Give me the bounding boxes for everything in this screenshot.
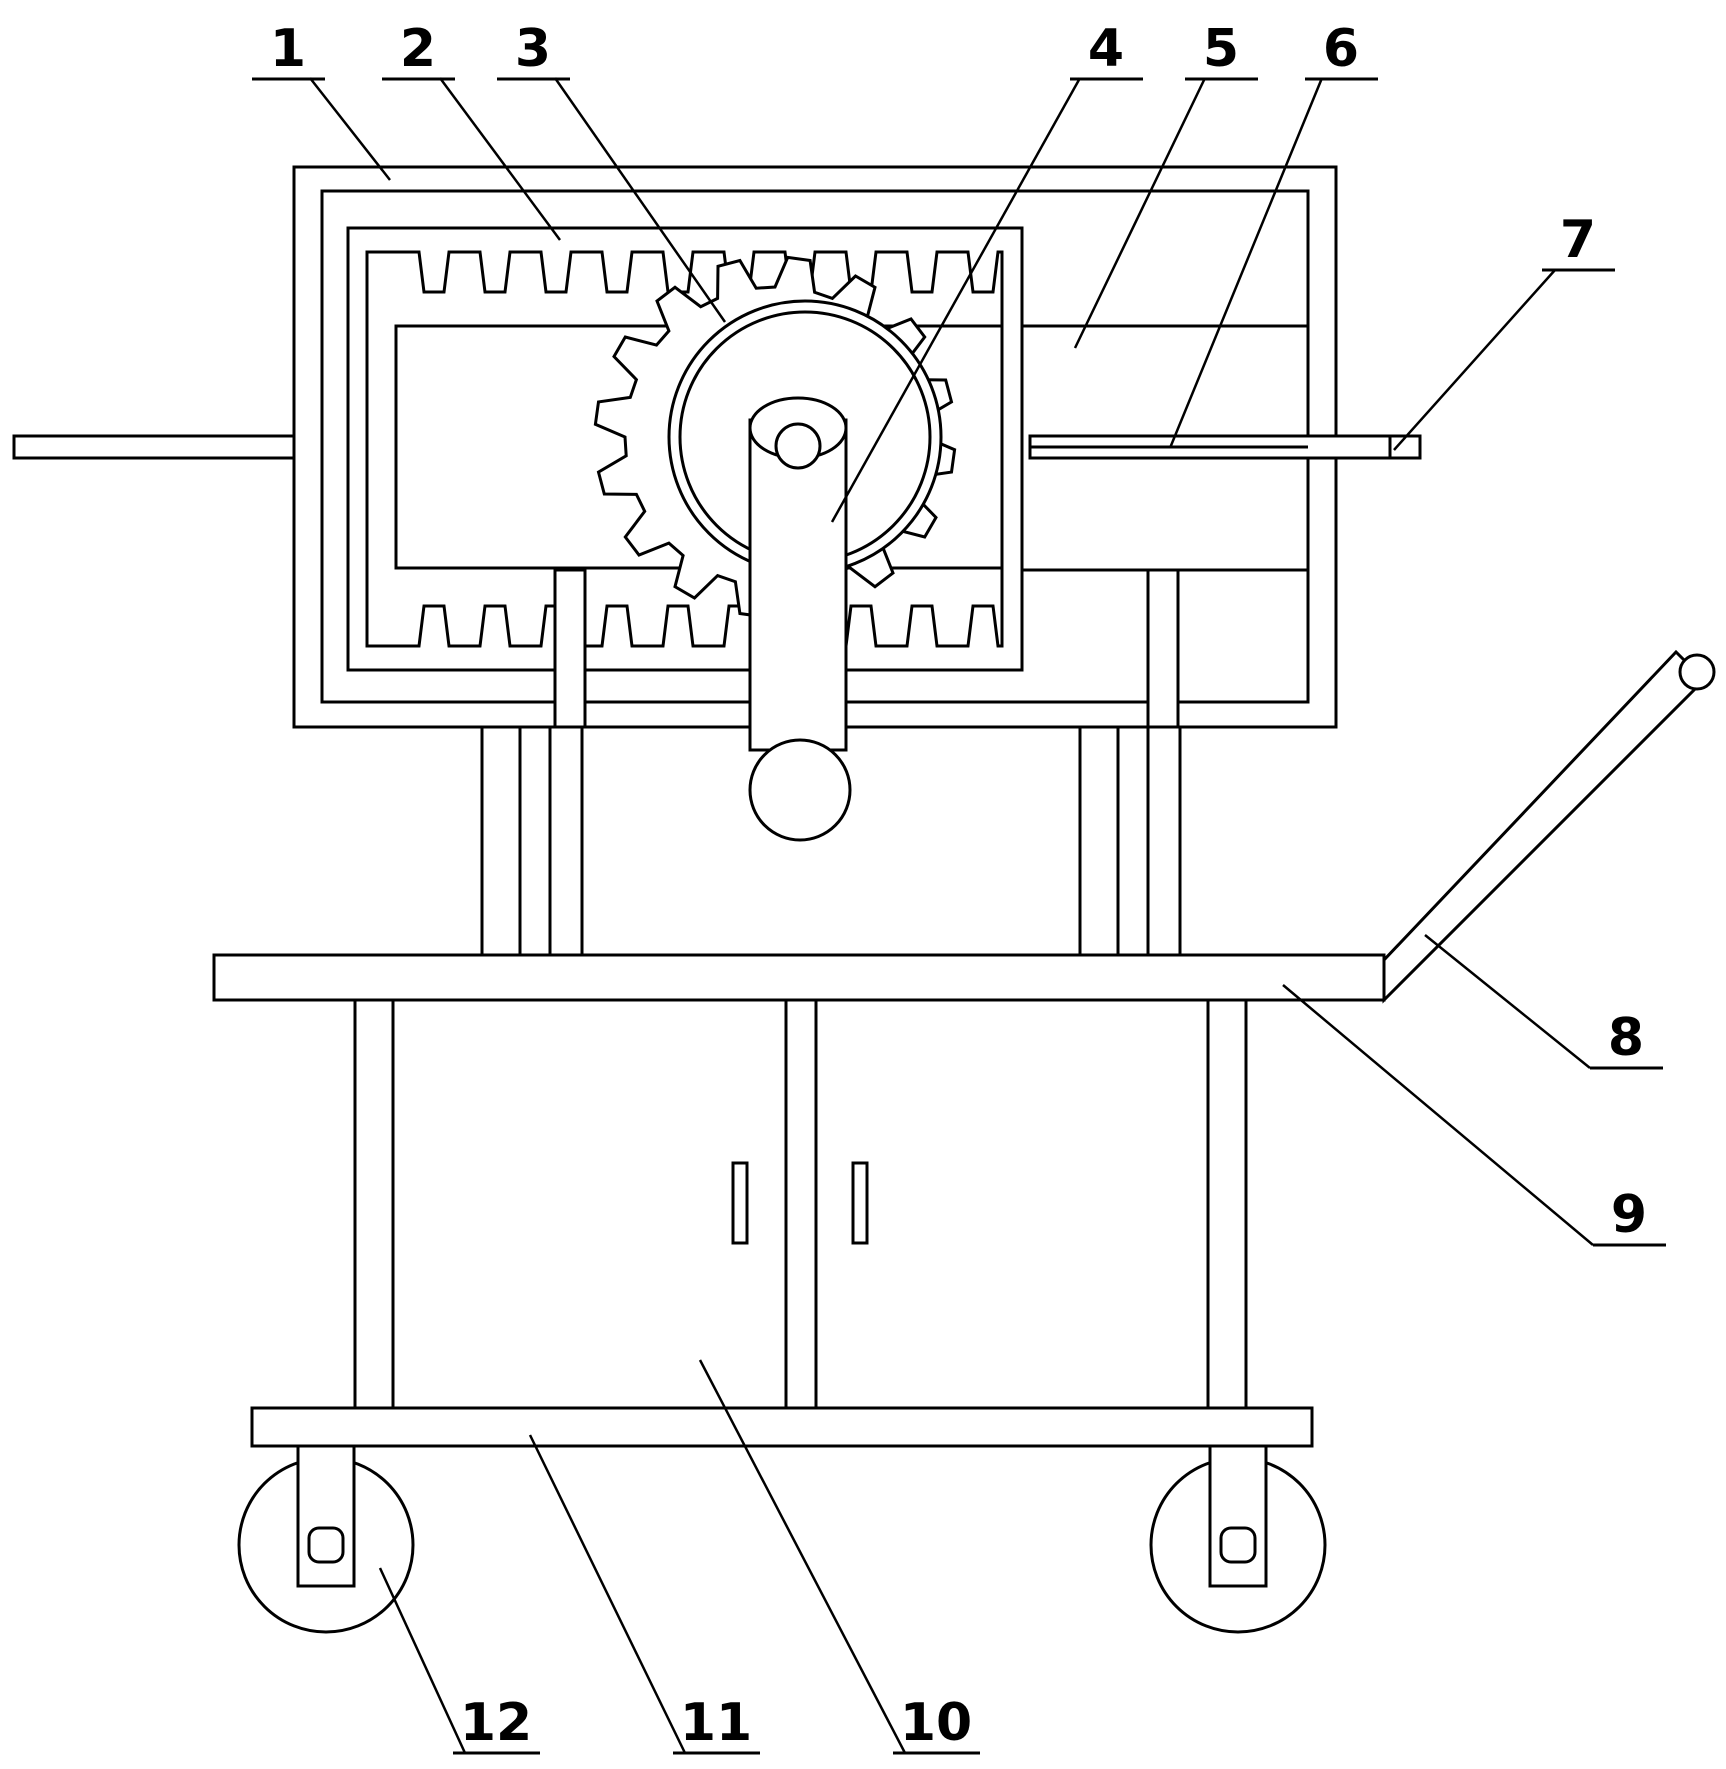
wheel-left-bracket [296, 1444, 356, 1588]
wheel-left-axle [307, 1526, 345, 1564]
leader-line-12 [378, 1567, 467, 1754]
leader-line-4 [830, 77, 1082, 523]
leader-line-5 [1073, 77, 1207, 349]
push-handle [1382, 649, 1707, 1004]
machine-assembly [12, 165, 1422, 959]
leader-line-9 [1282, 984, 1594, 1246]
cabinet-post-right [1206, 998, 1248, 1410]
leader-line-11 [528, 1434, 687, 1754]
leader-line-3 [553, 77, 727, 323]
label-8: 8 [1608, 1008, 1644, 1068]
label-5: 5 [1203, 19, 1239, 79]
leader-line-6 [1168, 77, 1324, 449]
label-4: 4 [1088, 19, 1124, 79]
label-3: 3 [515, 19, 551, 79]
leader-line-10 [698, 1359, 907, 1754]
label-12: 12 [460, 1693, 532, 1753]
label-10: 10 [900, 1693, 972, 1753]
cabinet-post-center [784, 998, 818, 1410]
callout-labels: 1 2 3 4 5 6 7 8 9 10 11 12 [252, 19, 1666, 1755]
support-post-right-upper [1146, 568, 1180, 729]
support-post-left-upper [553, 568, 587, 729]
wheel-left [237, 1444, 415, 1634]
leader-line-1 [309, 77, 391, 181]
wheel-right-bracket [1208, 1444, 1268, 1588]
door-handle-right [851, 1161, 869, 1245]
door-handle-left [731, 1161, 749, 1245]
bottom-base [250, 1406, 1314, 1448]
leader-line-8 [1424, 934, 1591, 1069]
leader-lines [309, 77, 1594, 1754]
cabinet-post-left [353, 998, 395, 1410]
leader-line-7 [1393, 269, 1556, 451]
crank-pivot [774, 422, 822, 470]
label-11: 11 [680, 1693, 752, 1753]
wheel-right-axle [1219, 1526, 1257, 1564]
cart-assembly [212, 649, 1716, 1634]
label-2: 2 [400, 19, 436, 79]
label-6: 6 [1323, 19, 1359, 79]
crank-handle [748, 396, 852, 842]
support-post-right-inner [1116, 725, 1150, 959]
top-platform [212, 953, 1386, 1002]
label-7: 7 [1560, 210, 1596, 270]
wheel-right [1149, 1444, 1327, 1634]
support-post-left-inner [518, 725, 552, 959]
label-9: 9 [1611, 1185, 1647, 1245]
push-handle-tip [1678, 653, 1716, 691]
leader-line-2 [438, 77, 562, 241]
label-1: 1 [270, 19, 306, 79]
crank-knob [748, 738, 852, 842]
